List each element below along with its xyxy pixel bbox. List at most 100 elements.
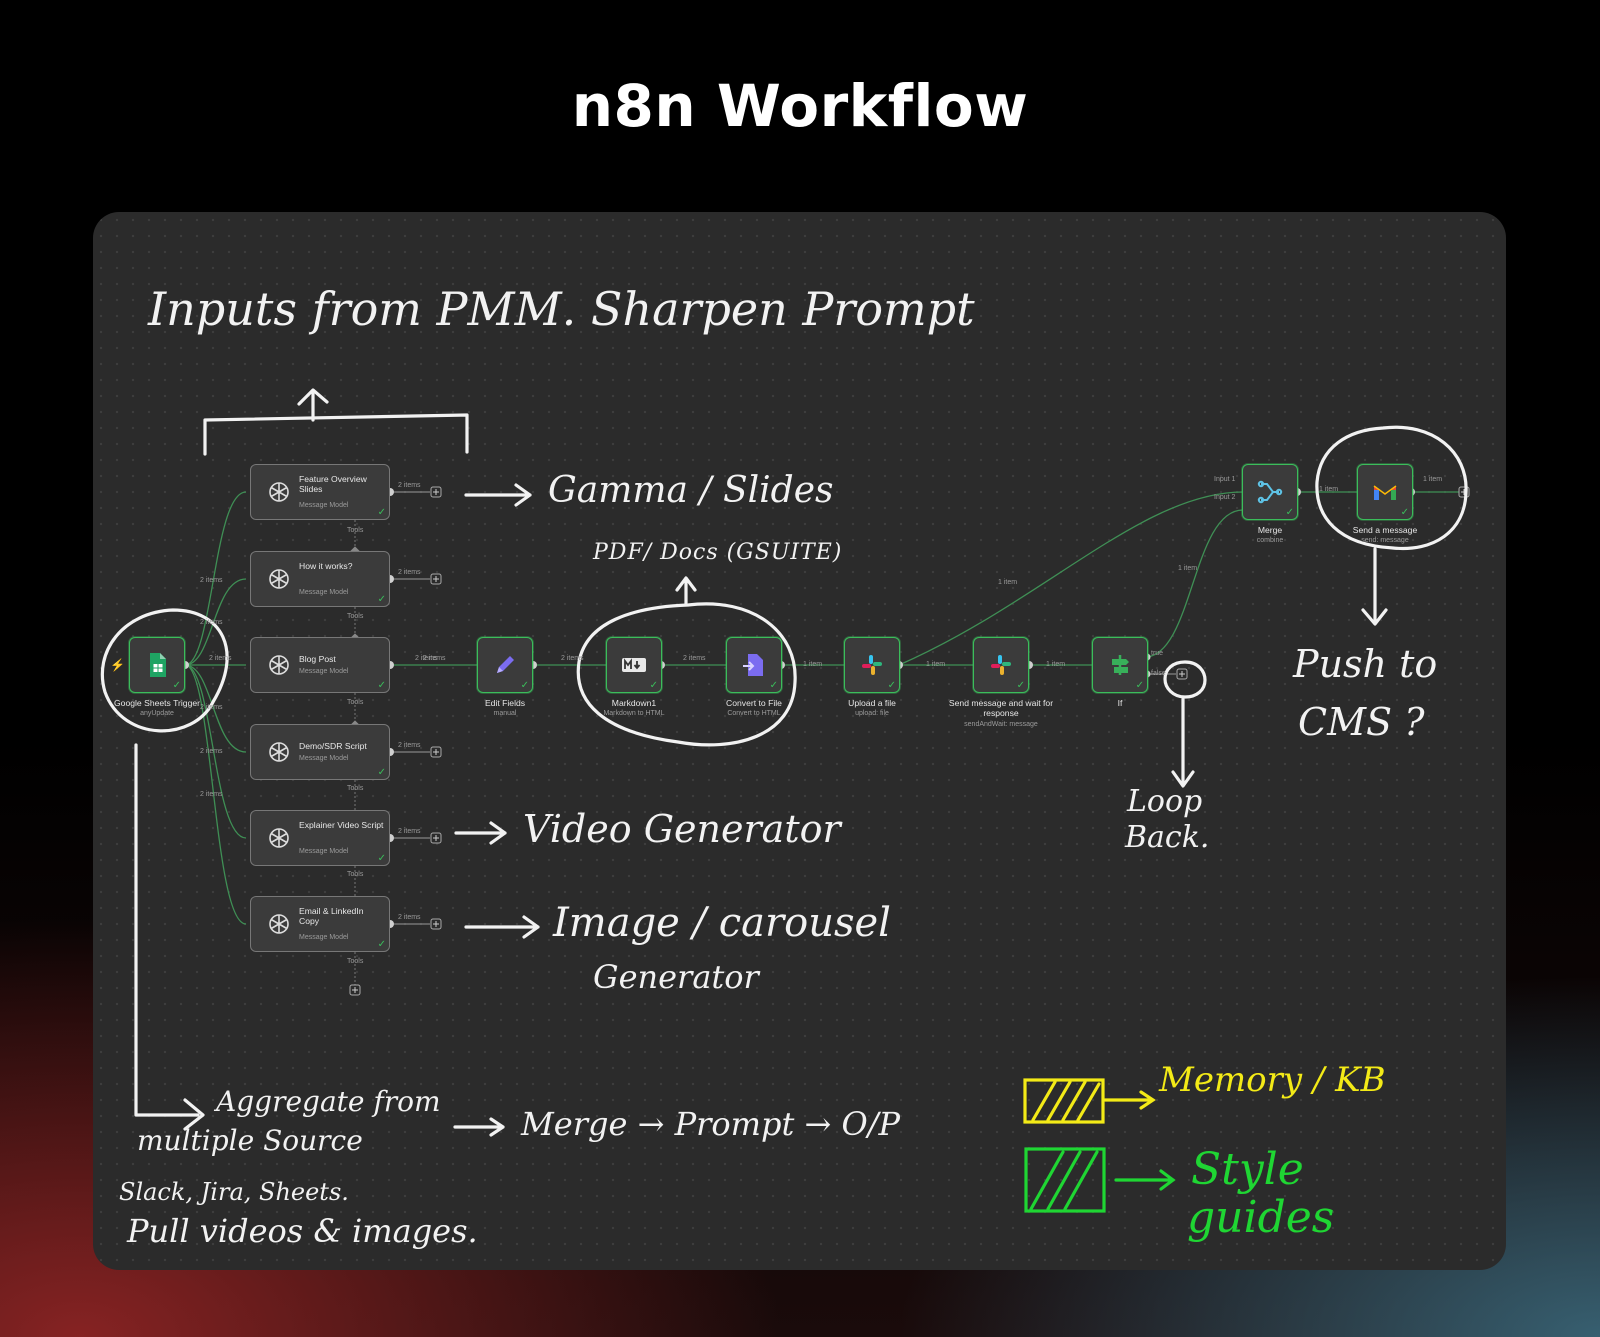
annotation-image-2: Generator [593,958,759,996]
openai-icon [265,738,293,766]
success-check-icon: ✓ [887,680,896,691]
gamma-arrow [464,483,532,507]
agent-node-blog-post[interactable]: Blog Post Message Model ✓ [250,637,390,693]
annotation-gamma: Gamma / Slides [548,470,834,511]
connection-trigger-agent5 [184,664,247,839]
agent-title: How it works? [299,561,353,571]
gmail-node[interactable]: ✓ [1357,464,1413,520]
success-check-icon: ✓ [1016,680,1025,691]
pdf-up-arrow [675,576,697,606]
gmail-circle [1315,425,1468,551]
agent-title: Demo/SDR Script [299,741,367,751]
gmail-out-count: 1 item [1423,476,1443,483]
trigger-down-line [134,743,200,1117]
edit-fields-node[interactable]: ✓ [477,637,533,693]
annotation-loop-2: Back. [1125,820,1210,855]
annotation-push-2: CMS ? [1298,700,1425,744]
agent-node-demo-sdr[interactable]: Demo/SDR Script Message Model ✓ [250,724,390,780]
agent-out-count-5: 2 items [398,828,421,835]
agent-title: Email & LinkedIn Copy [299,906,364,926]
success-check-icon: ✓ [172,680,181,691]
agent-node-how-it-works[interactable]: How it works? Message Model ✓ [250,551,390,607]
trigger-circle [100,608,229,733]
agent-node-email-linkedin[interactable]: Email & LinkedIn Copy Message Model ✓ [250,896,390,952]
workflow-canvas[interactable]: ✓ ⚡ Google Sheets Trigger anyUpdate 2 it… [93,212,1506,1270]
if-true-label: true [1151,650,1164,657]
send-wait-in-count: 1 item [926,661,946,668]
convert-file-sub: Convert to HTML [727,710,781,717]
agent-out-count-1: 2 items [398,482,421,489]
annotation-inputs: Inputs from PMM. Sharpen Prompt [148,282,975,336]
edit-fields-label: Edit Fields [484,698,526,708]
slack-icon [987,651,1015,679]
markdown-label: Markdown1 [611,698,657,708]
tools-label-5: Tools [347,871,364,878]
annotation-aggregate-2: multiple Source [137,1124,363,1157]
convert-file-icon [740,651,768,679]
agent-out-count-3: 2 items [415,655,438,662]
connection-upload-merge [898,491,1244,666]
if-node[interactable]: ✓ [1092,637,1148,693]
send-wait-sub: sendAndWait: message [964,721,1038,728]
agent-out-count-2: 2 items [398,569,421,576]
upload-file-sub: upload: file [855,710,889,717]
slack-icon [858,651,886,679]
loop-down-arrow [1171,697,1195,788]
tools-label-4: Tools [347,785,364,792]
trigger-label: Google Sheets Trigger [114,698,200,708]
tools-label-6: Tools [347,958,364,965]
success-check-icon: ✓ [1135,680,1144,691]
merge-node[interactable]: ✓ [1242,464,1298,520]
success-check-icon: ✓ [377,853,386,864]
google-sheets-icon [143,651,171,679]
annotation-sources: Slack, Jira, Sheets. [119,1178,349,1206]
agent-sub: Message Model [299,502,349,509]
bracket-stroke [203,413,469,456]
merge-input2-label: Input 2 [1214,494,1236,501]
trigger-bolt-icon: ⚡ [110,658,125,672]
openai-icon [265,824,293,852]
annotation-video: Video Generator [523,807,841,851]
success-check-icon: ✓ [769,680,778,691]
annotation-merge-chain: Merge → Prompt → O/P [521,1105,901,1143]
openai-icon [265,910,293,938]
annotation-style-2: guides [1187,1192,1335,1243]
markdown-icon [620,651,648,679]
upload-file-node[interactable]: ✓ [844,637,900,693]
connection-trigger-agent6 [184,664,247,925]
agent-title: Explainer Video Script [299,820,384,830]
agent-sub: Message Model [299,755,349,762]
annotation-style-1: Style [1191,1144,1304,1195]
connection-trigger-agent4 [184,664,247,753]
openai-icon [265,478,293,506]
markdown-in-count: 2 items [561,655,584,662]
success-check-icon: ✓ [1400,507,1409,518]
connection-trigger-agent1 [184,491,247,666]
send-wait-label: Send message and wait for response [948,698,1054,718]
connections-layer [100,388,1470,1213]
success-check-icon: ✓ [649,680,658,691]
style-swatch [1024,1147,1176,1213]
agent-sub: Message Model [299,934,349,941]
openai-icon [265,651,293,679]
convert-file-node[interactable]: ✓ [726,637,782,693]
gmail-in-count: 1 item [1319,486,1339,493]
if-merge-count: 1 item [1178,565,1198,572]
agent-node-feature-overview[interactable]: Feature Overview Slides Message Model ✓ [250,464,390,520]
chain-arrow [453,1117,505,1137]
agent-sub: Message Model [299,589,349,596]
merge-icon [1256,478,1284,506]
send-wait-node[interactable]: ✓ [973,637,1029,693]
annotation-pull: Pull videos & images. [127,1212,478,1250]
markdown-node[interactable]: ✓ [606,637,662,693]
trigger-sub: anyUpdate [140,710,174,717]
success-check-icon: ✓ [377,939,386,950]
success-check-icon: ✓ [377,767,386,778]
trigger-node[interactable]: ✓ [129,637,185,693]
openai-icon [265,565,293,593]
agent-node-explainer-video[interactable]: Explainer Video Script Message Model ✓ [250,810,390,866]
annotation-aggregate-1: Aggregate from [216,1085,441,1118]
branch-count-5: 2 items [200,748,223,755]
image-arrow [464,915,540,939]
merge-input1-label: Input 1 [1214,476,1236,483]
